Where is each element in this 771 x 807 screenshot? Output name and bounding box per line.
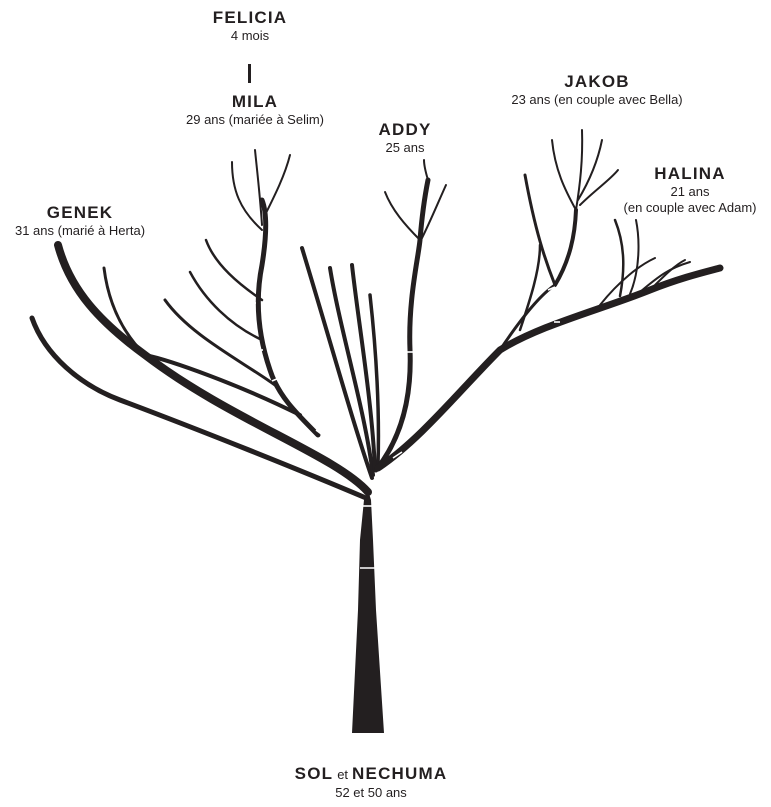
twig-jakob-4: [579, 169, 619, 206]
root-detail: 52 et 50 ans: [335, 785, 407, 800]
twig-mila-6: [188, 270, 264, 342]
twig-halina-2: [629, 219, 640, 295]
twig-right-1: [498, 283, 557, 352]
branch-center-3: [350, 263, 377, 472]
tree-trunk: [352, 490, 384, 733]
root-name-sol: SOL: [294, 764, 334, 783]
twig-mila-1: [231, 161, 263, 231]
generation-marker: [315, 429, 325, 437]
member-name: JAKOB: [564, 72, 630, 91]
twig-left-1: [102, 266, 147, 357]
member-name: MILA: [231, 92, 279, 111]
twig-right-2: [523, 173, 557, 287]
member-name: HALINA: [654, 164, 726, 183]
branch-center-4: [368, 293, 381, 467]
member-detail: 4 mois: [230, 28, 270, 43]
member-genek: GENEK 31 ans (marié à Herta): [15, 203, 145, 239]
generation-markers: [250, 286, 560, 569]
member-felicia: FELICIA 4 mois: [213, 8, 288, 44]
member-detail-2: (en couple avec Adam): [623, 200, 757, 215]
member-halina: HALINA 21 ans (en couple avec Adam): [624, 164, 757, 216]
twig-halina-5: [599, 257, 656, 306]
branch-left-low: [29, 315, 369, 501]
root-name-nechuma: NECHUMA: [352, 764, 448, 783]
branch-jakob: [553, 208, 578, 287]
member-name: ADDY: [378, 120, 432, 139]
twig-jakob-3: [577, 139, 603, 201]
member-detail: 21 ans: [670, 184, 710, 199]
member-mila: MILA 29 ans (mariée à Selim): [186, 92, 324, 128]
twig-right-3: [518, 243, 542, 332]
branch-mila: [255, 197, 321, 438]
member-addy: ADDY 25 ans: [379, 120, 432, 156]
tree-branches: [29, 129, 724, 501]
member-name: GENEK: [46, 203, 114, 222]
generation-marker: [271, 377, 280, 382]
generation-marker: [392, 451, 403, 459]
root-conjunction: et: [337, 767, 349, 782]
generation-marker: [547, 286, 556, 291]
member-detail: 25 ans: [385, 140, 425, 155]
twig-mila-2: [254, 149, 263, 226]
twig-halina-4: [639, 261, 691, 293]
branch-center-2: [328, 266, 375, 477]
twig-mila-3: [264, 154, 291, 216]
branch-left-mid: [143, 353, 302, 417]
branch-genek: [54, 241, 372, 496]
member-jakob: JAKOB 23 ans (en couple avec Bella): [511, 72, 682, 108]
twig-halina-1: [613, 218, 625, 298]
member-name: FELICIA: [212, 8, 288, 27]
twig-addy-2: [421, 184, 447, 239]
member-detail: 23 ans (en couple avec Bella): [511, 92, 683, 107]
member-detail: 31 ans (marié à Herta): [14, 223, 146, 238]
branch-halina: [374, 264, 724, 472]
branch-addy: [373, 177, 431, 473]
branch-center-1: [300, 246, 374, 480]
twig-jakob-1: [551, 139, 577, 211]
twig-addy-3: [423, 159, 429, 181]
twig-jakob-2: [575, 129, 584, 211]
twig-addy-1: [384, 191, 421, 241]
twig-mila-5: [163, 298, 277, 387]
twig-mila-4: [204, 238, 264, 302]
member-detail: 29 ans (mariée à Selim): [186, 112, 324, 127]
parent-child-connector: [248, 64, 251, 83]
